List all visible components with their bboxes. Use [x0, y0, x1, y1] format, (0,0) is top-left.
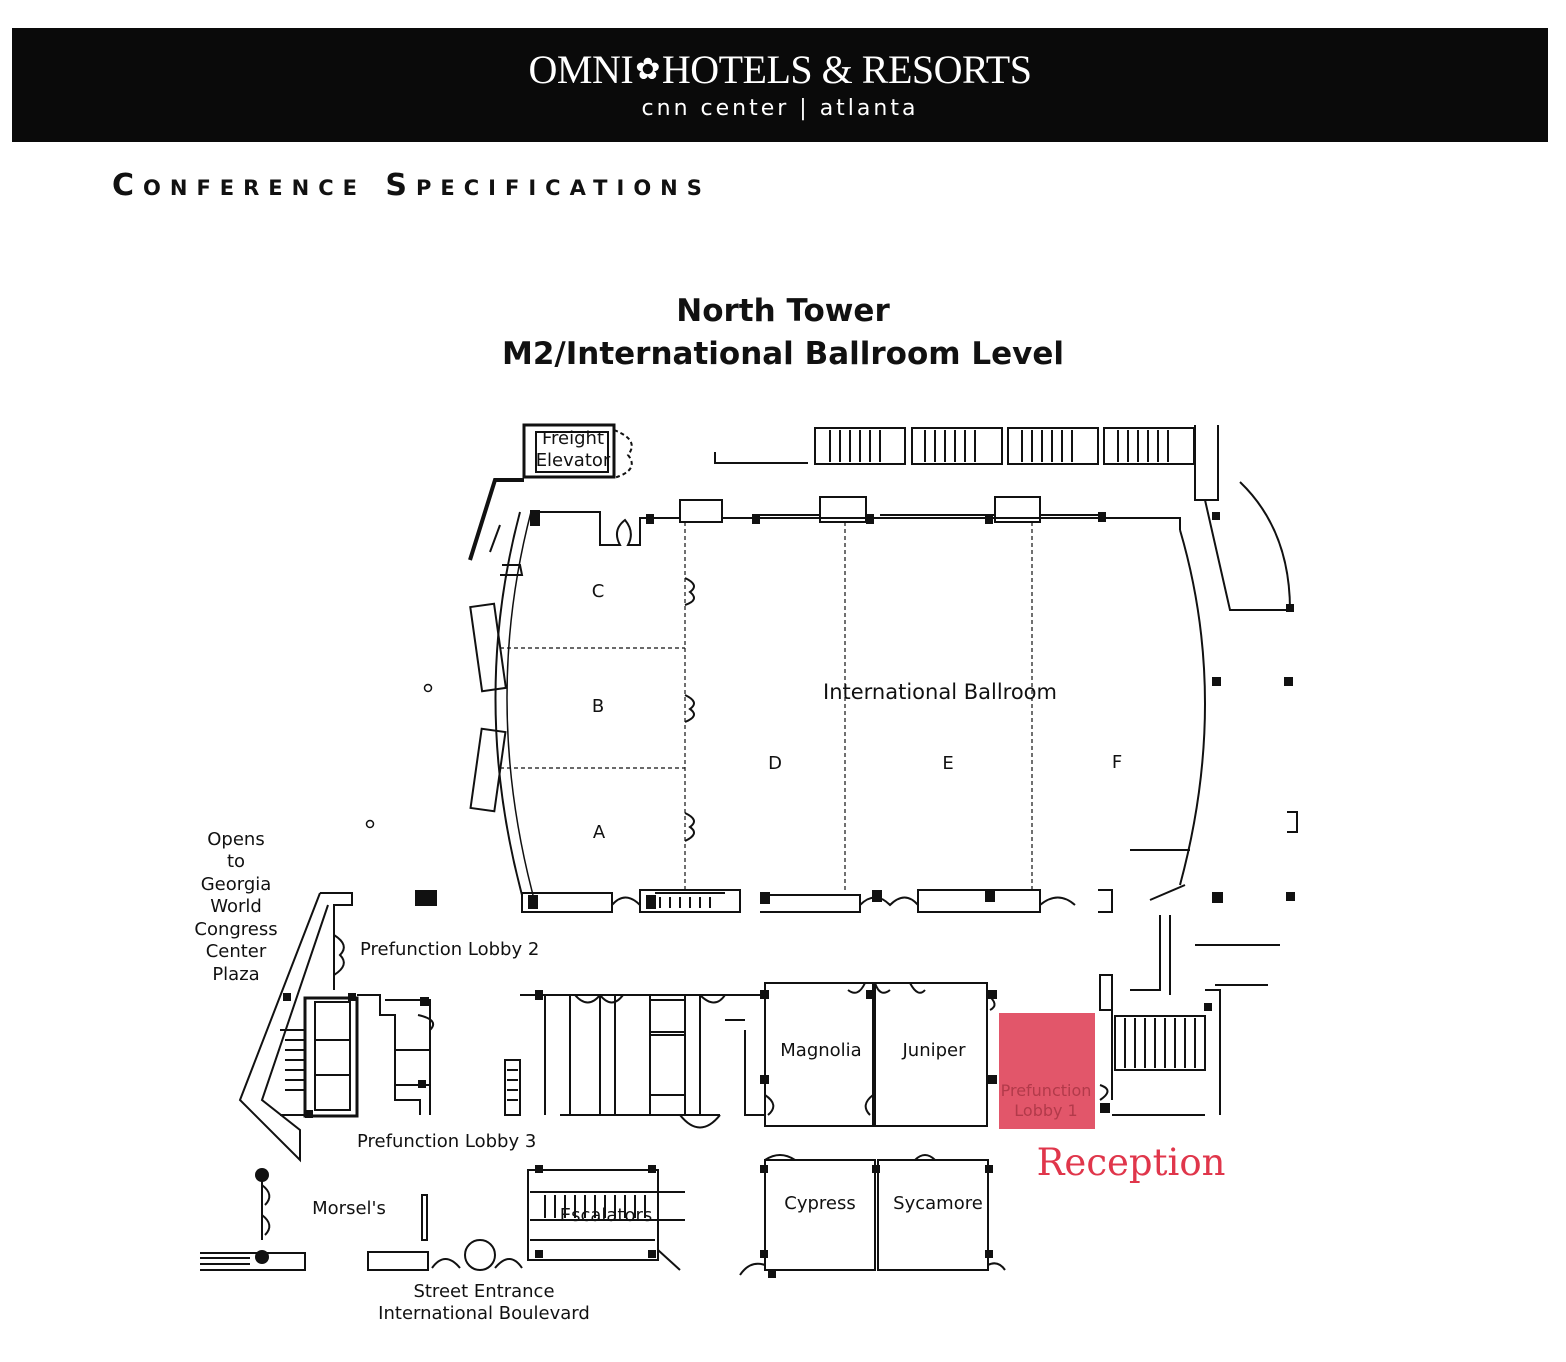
flower-logo-icon: ✿ — [635, 53, 660, 86]
room-b-label: B — [592, 696, 604, 717]
room-c-label: C — [592, 581, 605, 602]
international-ballroom-label: International Ballroom — [823, 680, 1057, 704]
opens-to-line-4: World — [210, 896, 262, 917]
escalators — [527, 1169, 685, 1271]
room-e-label: E — [942, 753, 953, 774]
prefunction-lobby-2-label: Prefunction Lobby 2 — [360, 939, 539, 960]
airwall-partitions — [500, 522, 1033, 890]
reception-highlight — [999, 1013, 1095, 1129]
room-a-label: A — [593, 822, 606, 843]
street-entrance-label-2: International Boulevard — [378, 1303, 590, 1324]
header-banner: OMNI✿HOTELS & RESORTS cnn center | atlan… — [12, 28, 1548, 142]
brand-location: cnn center | atlanta — [641, 96, 919, 121]
top-stairs — [814, 427, 1195, 465]
sycamore-room-label: Sycamore — [893, 1193, 983, 1214]
meeting-rooms-lower — [739, 1154, 1006, 1276]
opens-to-line-1: Opens — [207, 829, 264, 850]
prefunction-lobby-1-label-2: Lobby 1 — [1014, 1101, 1077, 1120]
street-entrance-label-1: Street Entrance — [413, 1281, 554, 1302]
brand-name-right: HOTELS & RESORTS — [661, 47, 1032, 92]
magnolia-room-label: Magnolia — [780, 1040, 861, 1061]
escalators-label: Escalators — [560, 1205, 653, 1226]
cypress-room-label: Cypress — [784, 1193, 855, 1214]
opens-to-line-7: Plaza — [212, 964, 259, 985]
opens-to-plaza-label: Opens to Georgia World Congress Center P… — [194, 829, 277, 985]
structural-columns — [255, 510, 1295, 1278]
room-f-label: F — [1112, 752, 1122, 773]
freight-elevator-label-2: Elevator — [536, 450, 611, 471]
plan-title-line2: M2/International Ballroom Level — [501, 336, 1065, 372]
plan-title-line1: North Tower — [676, 293, 890, 329]
opens-to-line-2: to — [227, 851, 245, 872]
brand-logo: OMNI✿HOTELS & RESORTS — [12, 50, 1548, 90]
brand-name-left: OMNI — [528, 47, 634, 92]
opens-to-line-3: Georgia — [201, 874, 272, 895]
ballroom-walls — [469, 496, 1206, 913]
opens-to-line-6: Center — [206, 941, 267, 962]
floor-plan-title: North Tower M2/International Ballroom Le… — [0, 290, 1566, 376]
prefunction-lobby-3-label: Prefunction Lobby 3 — [357, 1131, 536, 1152]
prefunction-lobby-1-label-1: Prefunction — [1001, 1081, 1092, 1100]
morsels-label: Morsel's — [312, 1198, 386, 1219]
meeting-rooms-upper — [679, 982, 996, 1129]
reception-label: Reception — [1037, 1141, 1226, 1184]
freight-elevator — [522, 423, 633, 479]
juniper-room-label: Juniper — [901, 1040, 966, 1061]
section-title: Conference Specifications — [112, 168, 711, 203]
opens-to-line-5: Congress — [194, 919, 277, 940]
freight-elevator-label-1: Freight — [542, 428, 604, 449]
room-d-label: D — [768, 753, 782, 774]
